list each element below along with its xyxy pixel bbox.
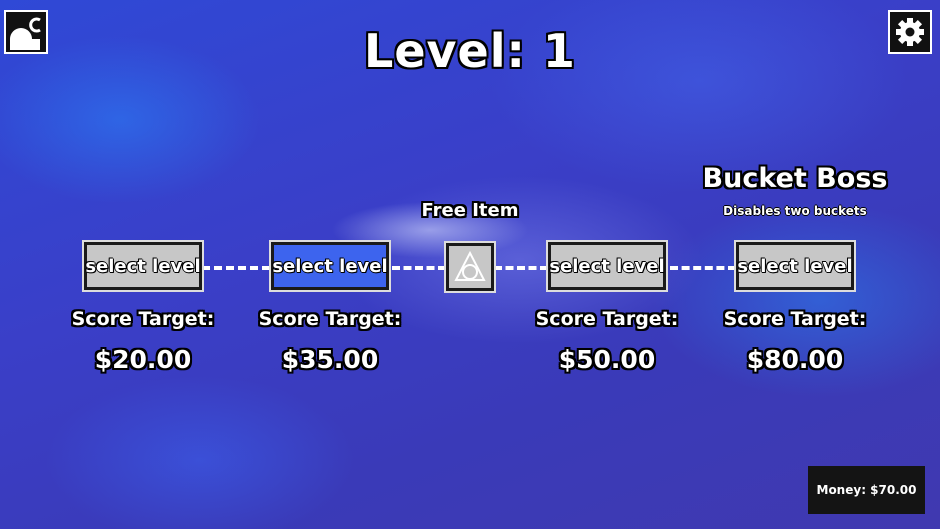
boss-title: Bucket Boss [702,163,888,194]
score-target-value-4: $80.00 [746,345,844,374]
path-connector [392,266,446,270]
money-label: Money: $70.00 [816,483,917,497]
select-level-button-1[interactable]: select level [82,240,204,292]
free-item-button[interactable] [444,241,496,293]
path-connector [494,266,548,270]
score-target-value-2: $35.00 [281,345,379,374]
score-target-label-2: Score Target: [258,308,402,330]
triangle-circle-icon [453,250,487,284]
score-target-value-3: $50.00 [558,345,656,374]
theme-toggle-button[interactable] [4,10,48,54]
free-item-label: Free Item [421,200,519,221]
path-connector [202,266,270,270]
settings-button[interactable] [888,10,932,54]
boss-description: Disables two buckets [723,204,867,218]
select-level-button-2[interactable]: select level [269,240,391,292]
money-display: Money: $70.00 [808,466,925,514]
moon-sun-icon [6,12,46,52]
page-title: Level: 1 [364,24,576,78]
gear-icon [890,12,930,52]
select-level-button-4[interactable]: select level [734,240,856,292]
select-level-button-3[interactable]: select level [546,240,668,292]
score-target-label-1: Score Target: [71,308,215,330]
path-connector [670,266,736,270]
score-target-value-1: $20.00 [94,345,192,374]
score-target-label-3: Score Target: [535,308,679,330]
score-target-label-4: Score Target: [723,308,867,330]
